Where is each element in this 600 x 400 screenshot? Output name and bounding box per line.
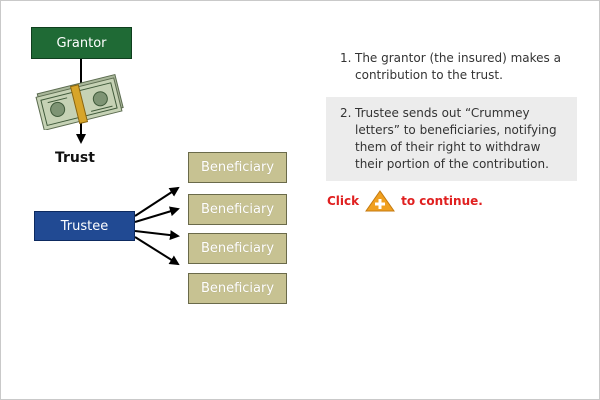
grantor-label: Grantor	[56, 35, 107, 51]
money-stack-icon	[35, 73, 124, 130]
beneficiary-box: Beneficiary	[188, 152, 287, 183]
beneficiary-label: Beneficiary	[200, 241, 275, 256]
trustee-to-beneficiary-arrow-4	[134, 236, 180, 266]
beneficiary-box: Beneficiary	[188, 273, 287, 304]
grantor-box: Grantor	[31, 27, 132, 59]
beneficiary-box: Beneficiary	[188, 194, 287, 225]
step-2-highlighted: 2. Trustee sends out “Crummey letters” t…	[326, 97, 577, 181]
step-1: 1. The grantor (the insured) makes a con…	[340, 50, 580, 84]
beneficiary-label: Beneficiary	[200, 281, 275, 296]
trustee-to-beneficiary-arrow-3	[134, 230, 180, 241]
trustee-box: Trustee	[34, 211, 135, 241]
beneficiary-label: Beneficiary	[200, 202, 275, 217]
trustee-to-beneficiary-arrow-2	[134, 206, 180, 223]
beneficiary-label: Beneficiary	[200, 160, 275, 175]
step-number: 1.	[340, 51, 352, 65]
beneficiary-box: Beneficiary	[188, 233, 287, 264]
plus-triangle-icon[interactable]	[365, 190, 396, 212]
step-text: The grantor (the insured) makes a contri…	[355, 51, 561, 82]
continue-prompt-after: to continue.	[401, 194, 483, 208]
continue-prompt-before: Click	[327, 194, 360, 208]
step-text: Trustee sends out “Crummey letters” to b…	[355, 106, 557, 171]
trustee-label: Trustee	[60, 218, 109, 234]
step-number: 2.	[340, 106, 352, 120]
trust-label: Trust	[55, 150, 95, 166]
continue-prompt: Click to continue.	[327, 190, 483, 212]
trustee-to-beneficiary-arrow-1	[134, 186, 180, 217]
